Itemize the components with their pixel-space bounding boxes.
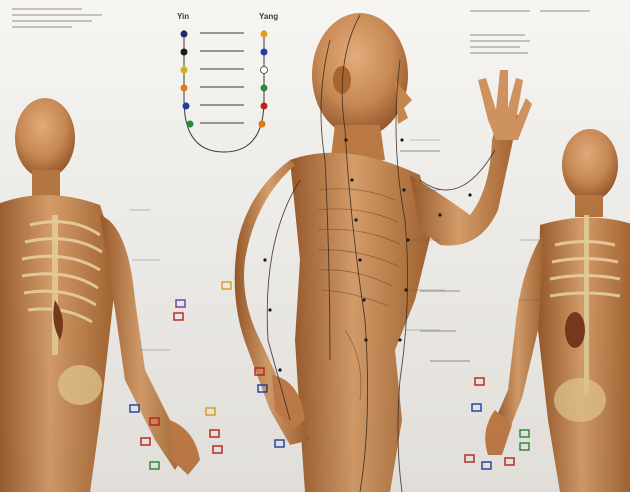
yin-label: Yin [177, 13, 189, 21]
yang-label: Yang [259, 13, 278, 21]
